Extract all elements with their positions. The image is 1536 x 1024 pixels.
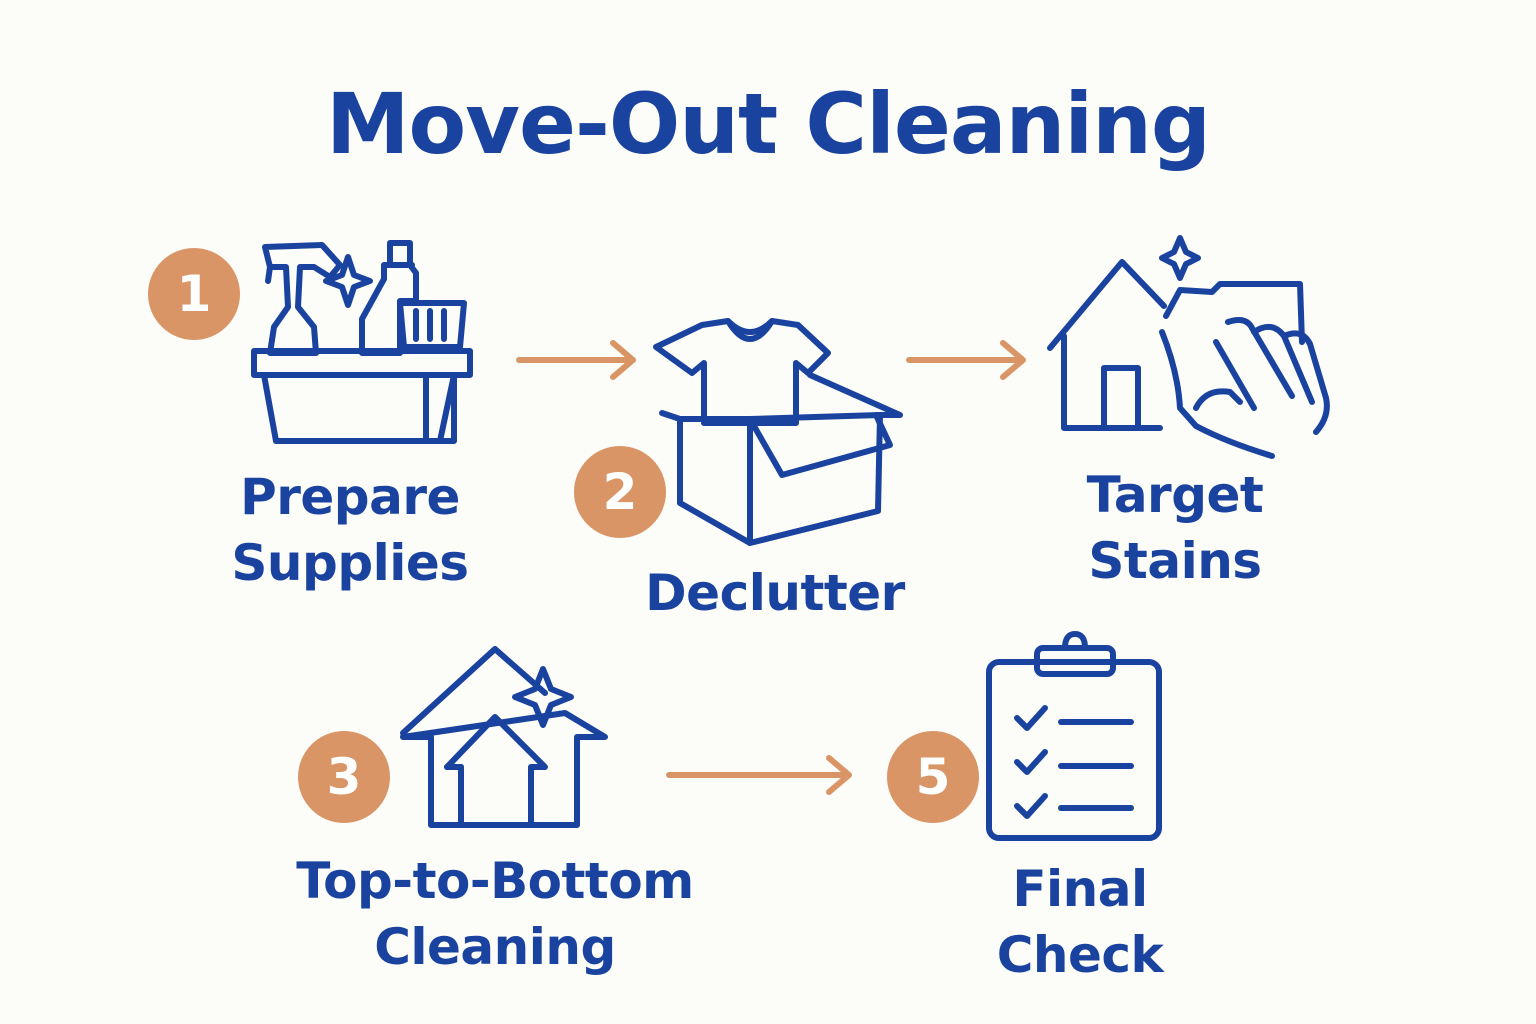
arrow-right-icon: [666, 755, 852, 795]
cleaning-supplies-icon: [251, 240, 473, 444]
step-number-badge: 3: [298, 731, 390, 823]
box-with-shirt-icon: [653, 318, 903, 546]
arrow-right-icon: [906, 340, 1026, 380]
sparkling-house-icon: [400, 646, 608, 828]
step-number-badge: 1: [148, 248, 240, 340]
step-number-badge: 5: [887, 731, 979, 823]
page-title: Move-Out Cleaning: [325, 75, 1211, 173]
clipboard-checklist-icon: [986, 631, 1162, 841]
house-wiping-hand-icon: [1047, 235, 1330, 459]
step-number-badge: 2: [574, 446, 666, 538]
step-label: Declutter: [645, 564, 905, 622]
arrow-right-icon: [516, 340, 636, 380]
